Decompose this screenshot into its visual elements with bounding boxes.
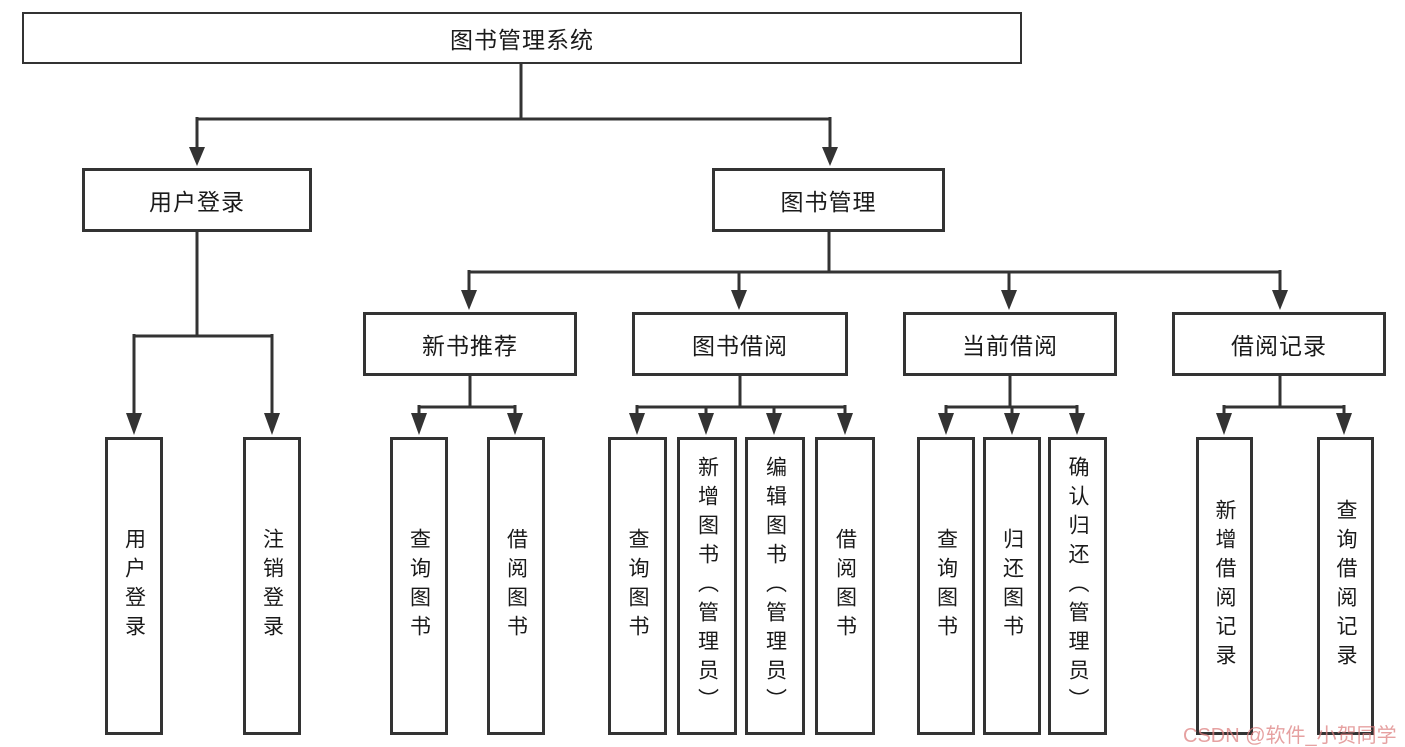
leaf-borrow-books-recommend: 借阅图书 <box>487 437 545 735</box>
node-library-management-system: 图书管理系统 <box>22 12 1022 64</box>
leaf-confirm-return-admin: 确认归还（管理员） <box>1048 437 1107 735</box>
leaf-edit-books-admin: 编辑图书（管理员） <box>745 437 805 735</box>
leaf-user-login: 用户登录 <box>105 437 163 735</box>
watermark: CSDN @软件_小贺同学 <box>1183 725 1397 747</box>
leaf-query-books-borrow: 查询图书 <box>608 437 667 735</box>
node-borrowing-records: 借阅记录 <box>1172 312 1386 376</box>
node-current-borrowing: 当前借阅 <box>903 312 1117 376</box>
node-book-management: 图书管理 <box>712 168 945 232</box>
node-user-login: 用户登录 <box>82 168 312 232</box>
leaf-add-books-admin: 新增图书（管理员） <box>677 437 737 735</box>
leaf-logout-login: 注销登录 <box>243 437 301 735</box>
leaf-borrow-books: 借阅图书 <box>815 437 875 735</box>
leaf-query-borrow-record: 查询借阅记录 <box>1317 437 1374 735</box>
leaf-return-books: 归还图书 <box>983 437 1041 735</box>
node-book-borrowing: 图书借阅 <box>632 312 848 376</box>
leaf-query-books-recommend: 查询图书 <box>390 437 448 735</box>
leaf-add-borrow-record: 新增借阅记录 <box>1196 437 1253 735</box>
node-new-book-recommendation: 新书推荐 <box>363 312 577 376</box>
leaf-query-books-current: 查询图书 <box>917 437 975 735</box>
